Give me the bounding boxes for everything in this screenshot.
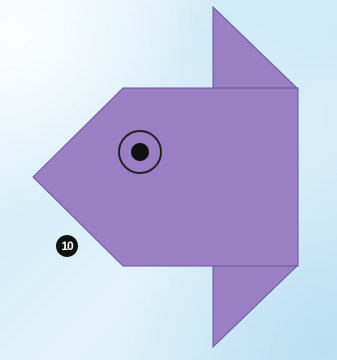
bottom-fin — [213, 266, 297, 347]
step-number-badge: 10 — [56, 235, 78, 257]
eye-pupil — [131, 143, 149, 161]
top-fin — [213, 7, 297, 88]
